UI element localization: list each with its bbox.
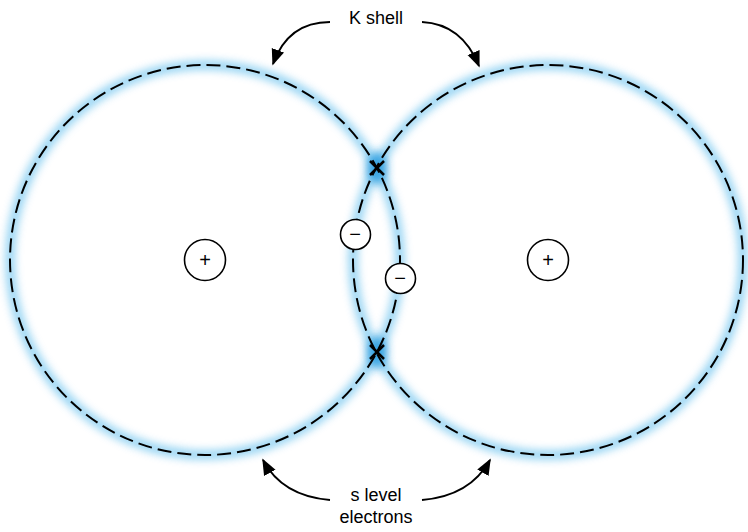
charge-sign: + [183, 238, 227, 282]
charge-sign: + [526, 238, 570, 282]
shell-label: K shell [316, 8, 436, 30]
leader-arrow [263, 22, 490, 500]
electron-sign: − [384, 262, 417, 295]
electron-circle: − [339, 218, 372, 251]
nucleus-circle: + [183, 238, 227, 282]
intersection-cross [370, 161, 384, 359]
k-shell-orbit [10, 65, 743, 455]
nucleus-circle: + [526, 238, 570, 282]
electron-sign: − [339, 218, 372, 251]
orbital-glow [10, 65, 743, 455]
electron-circle: − [384, 262, 417, 295]
electron-label: s level electrons [330, 485, 422, 528]
